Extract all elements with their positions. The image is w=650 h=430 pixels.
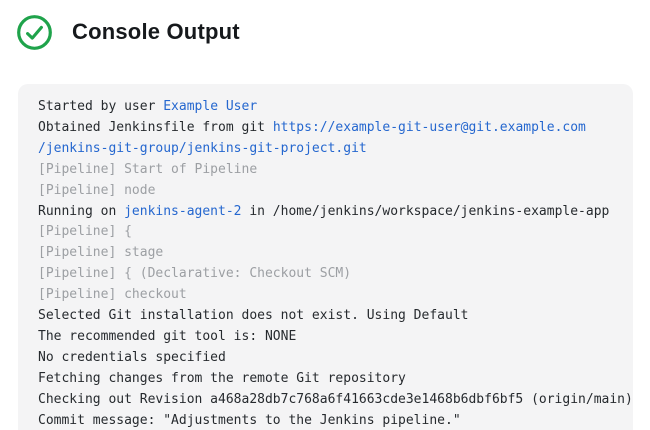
console-pipeline-text: [Pipeline] { [38, 224, 132, 240]
console-line: [Pipeline] node [38, 181, 621, 202]
console-line: [Pipeline] checkout [38, 285, 621, 306]
console-link[interactable]: /jenkins-git-group/jenkins-git-project.g… [38, 140, 367, 156]
console-text: Fetching changes from the remote Git rep… [38, 370, 406, 386]
console-text: Running on [38, 203, 125, 219]
console-line: /jenkins-git-group/jenkins-git-project.g… [38, 139, 621, 160]
success-check-circle-icon [17, 14, 52, 50]
console-line: [Pipeline] Start of Pipeline [38, 160, 621, 181]
console-pipeline-text: [Pipeline] stage [38, 245, 164, 261]
console-line: Running on jenkins-agent-2 in /home/jenk… [38, 202, 621, 223]
console-line: Started by user Example User [38, 97, 621, 118]
console-text: No credentials specified [38, 349, 226, 365]
console-line: The recommended git tool is: NONE [38, 327, 621, 348]
console-text: in /home/jenkins/workspace/jenkins-examp… [241, 203, 610, 219]
console-pipeline-text: [Pipeline] checkout [38, 287, 187, 303]
console-line: Commit message: "Adjustments to the Jenk… [38, 411, 621, 430]
console-text: Obtained Jenkinsfile from git [38, 119, 273, 135]
page-header: Console Output [16, 13, 634, 51]
console-line: No credentials specified [38, 348, 621, 369]
console-text: Started by user [38, 99, 164, 114]
console-line: [Pipeline] { (Declarative: Checkout SCM) [38, 264, 621, 285]
console-link[interactable]: https://example-git-user@git.example.com [272, 119, 586, 135]
console-line: [Pipeline] { [38, 222, 621, 243]
console-text: Commit message: "Adjustments to the Jenk… [38, 412, 461, 428]
console-text: Checking out Revision a468a28db7c768a6f4… [38, 391, 633, 407]
console-line: Selected Git installation does not exist… [38, 306, 621, 327]
console-pipeline-text: [Pipeline] node [38, 182, 156, 198]
console-line: Fetching changes from the remote Git rep… [38, 369, 621, 390]
console-line: Checking out Revision a468a28db7c768a6f4… [38, 390, 633, 411]
console-link[interactable]: Example User [163, 99, 258, 114]
page-title: Console Output [72, 19, 240, 44]
console-line: Obtained Jenkinsfile from git https://ex… [38, 118, 621, 139]
console-text: Selected Git installation does not exist… [38, 308, 469, 324]
console-pipeline-text: [Pipeline] { (Declarative: Checkout SCM) [38, 266, 352, 282]
console-line: [Pipeline] stage [38, 243, 621, 264]
console-text: The recommended git tool is: NONE [38, 328, 297, 344]
console-link[interactable]: jenkins-agent-2 [124, 203, 242, 219]
console-pipeline-text: [Pipeline] Start of Pipeline [38, 161, 258, 177]
